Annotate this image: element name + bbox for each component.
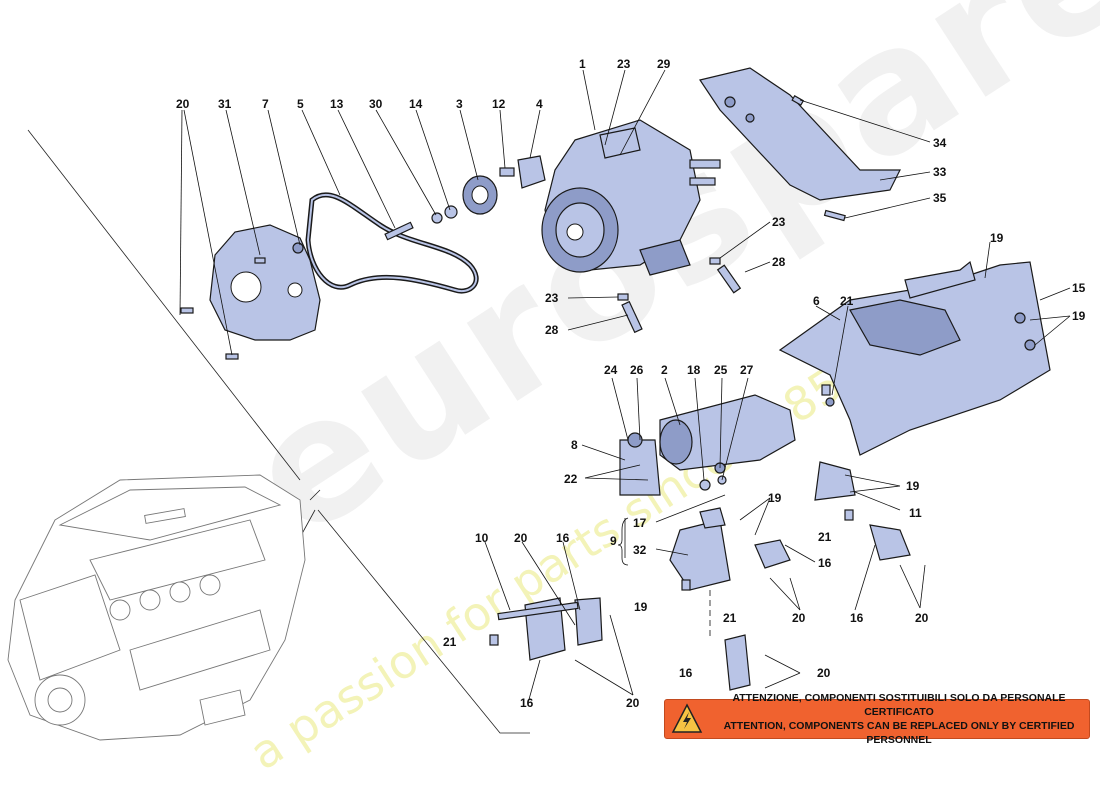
certified-personnel-warning: ATTENZIONE, COMPONENTI SOSTITUIBILI SOLO… [664,692,1090,746]
callout-28: 28 [545,323,559,337]
callout-2: 2 [661,363,668,377]
callout-21: 21 [818,530,832,544]
callout-16: 16 [850,611,864,625]
callout-19: 19 [906,479,920,493]
callout-13: 13 [330,97,344,111]
mounting-bolts-23-28 [617,257,742,334]
callout-34: 34 [933,136,947,150]
warning-line-italian: ATTENZIONE, COMPONENTI SOSTITUIBILI SOLO… [732,692,1066,718]
callout-20: 20 [792,611,806,625]
callout-9: 9 [610,534,617,548]
callout-29: 29 [657,57,671,71]
callout-32: 32 [633,543,647,557]
callout-18: 18 [687,363,701,377]
belt-cover-part-7 [209,224,321,341]
callout-12: 12 [492,97,506,111]
callout-22: 22 [564,472,578,486]
callout-26: 26 [630,363,644,377]
callout-20: 20 [626,696,640,710]
drive-belt-part-5 [305,192,479,294]
engine-mount-parts-16 [489,384,911,691]
callout-17: 17 [633,516,647,530]
warning-line-english: ATTENTION, COMPONENTS CAN BE REPLACED ON… [723,720,1075,746]
leader-lines [179,69,1071,704]
callout-5: 5 [297,97,304,111]
callout-8: 8 [571,438,578,452]
callout-19: 19 [634,600,648,614]
callout-16: 16 [818,556,832,570]
callout-20: 20 [817,666,831,680]
callout-3: 3 [456,97,463,111]
belt-hardware-parts [180,155,546,360]
callout-35: 35 [933,191,947,205]
bracket-brace [617,517,629,566]
callout-28: 28 [772,255,786,269]
callout-23: 23 [545,291,559,305]
callout-4: 4 [536,97,543,111]
callout-25: 25 [714,363,728,377]
callout-23: 23 [772,215,786,229]
heat-shield-part-15 [778,260,1051,456]
callout-16: 16 [520,696,534,710]
callout-19: 19 [768,491,782,505]
callout-20: 20 [915,611,929,625]
callout-19: 19 [1072,309,1086,323]
starter-motor-part-2 [619,394,796,496]
bracket-part-32 [669,507,731,591]
engine-block-illustration [7,474,306,741]
callout-24: 24 [604,363,618,377]
callout-16: 16 [556,531,570,545]
lightning-warning-icon [671,703,703,733]
callout-19: 19 [990,231,1004,245]
callout-27: 27 [740,363,754,377]
motor-generator-part-1 [541,119,721,276]
callout-33: 33 [933,165,947,179]
callout-11: 11 [909,506,922,520]
callout-31: 31 [218,97,232,111]
callout-30: 30 [369,97,383,111]
callout-23: 23 [617,57,631,71]
heat-shield-part-33 [699,67,901,222]
callout-21: 21 [840,294,854,308]
callout-1: 1 [579,57,586,71]
callout-14: 14 [409,97,423,111]
callout-7: 7 [262,97,269,111]
callout-labels: 20 31 7 5 13 30 14 3 12 4 1 23 29 34 33 … [176,57,1086,710]
callout-16: 16 [679,666,693,680]
callout-20: 20 [176,97,190,111]
callout-15: 15 [1072,281,1086,295]
callout-21: 21 [723,611,737,625]
callout-20: 20 [514,531,528,545]
callout-10: 10 [475,531,489,545]
callout-6: 6 [813,294,820,308]
callout-21: 21 [443,635,457,649]
